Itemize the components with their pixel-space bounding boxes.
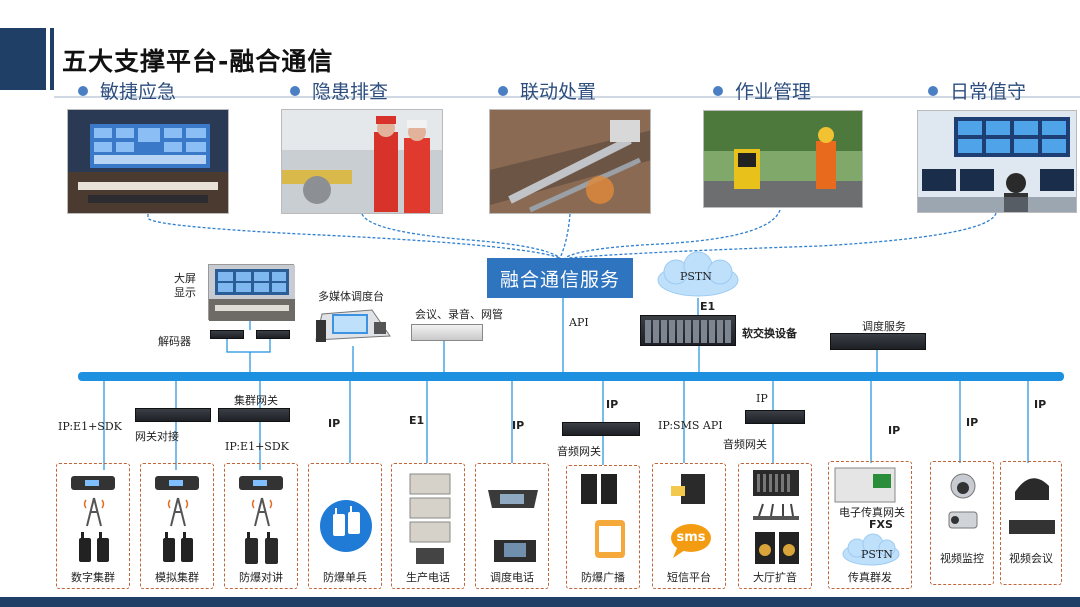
ip-label-7: IP [1034, 398, 1047, 411]
audio-gateway-label-1: 音频网关 [557, 445, 601, 458]
api-label: API [569, 316, 589, 329]
gateway-dock-label: 网关对接 [135, 430, 179, 443]
scenario-label-1: 敏捷应急 [78, 77, 176, 104]
device-label: 大厅扩音 [753, 571, 797, 584]
bullet-icon [928, 85, 938, 96]
daily-duty-photo [917, 110, 1077, 213]
device-box-fax-broadcast: 电子传真网关 FXS PSTN 传真群发 [828, 461, 912, 589]
device-label: 防爆单兵 [323, 571, 367, 584]
hazard-inspection-photo [281, 109, 443, 214]
device-label: 短信平台 [667, 571, 711, 584]
fxs-label: FXS [869, 518, 893, 531]
device-box-dispatch-phone: 调度电话 [475, 463, 549, 589]
bullet-icon [78, 85, 88, 96]
fax-pstn-label: PSTN [861, 548, 893, 561]
pstn-top-label: PSTN [680, 270, 712, 283]
cluster-gateway-device [218, 408, 290, 422]
dispatch-service-label: 调度服务 [862, 320, 906, 333]
e1-label: E1 [409, 414, 425, 427]
device-label: 视频监控 [940, 552, 984, 565]
ip-label-1: IP [328, 417, 341, 430]
device-box-production-phone: 生产电话 [391, 463, 465, 589]
device-box-video-conference: 视频会议 [1000, 461, 1062, 585]
audio-gateway-device-1 [562, 422, 640, 436]
footer-bar [0, 597, 1080, 607]
device-box-analog-trunking: 模拟集群 [140, 463, 214, 589]
scenario-label-5: 日常值守 [928, 77, 1026, 104]
linked-response-photo [489, 109, 651, 214]
ip-label-4: IP [756, 392, 768, 405]
title-accent-bar-thin [50, 28, 54, 90]
ip-label-5: IP [888, 424, 901, 437]
dispatch-service-device [830, 333, 926, 350]
device-label: 防爆广播 [581, 571, 625, 584]
device-box-hall-pa: 大厅扩音 [738, 463, 812, 589]
page-title: 五大支撑平台-融合通信 [62, 47, 334, 76]
bullet-icon [290, 85, 300, 96]
gateway-dock-device [135, 408, 211, 422]
sms-icon: sms [676, 530, 706, 545]
sms-api-label: IP:SMS API [658, 419, 723, 432]
operation-management-photo [703, 110, 863, 208]
device-box-sms-platform: sms 短信平台 [652, 463, 726, 589]
decoder-label: 解码器 [158, 335, 191, 348]
conf-server-label: 会议、录音、网管 [415, 308, 503, 321]
device-box-video-surveillance: 视频监控 [930, 461, 994, 585]
audio-gateway-device-2 [745, 410, 805, 424]
emergency-command-photo [67, 109, 229, 214]
ip-label-6: IP [966, 416, 979, 429]
conf-server-device [411, 324, 483, 341]
cluster-gateway-label: 集群网关 [234, 394, 278, 407]
title-accent-bar [0, 28, 46, 90]
ip-e1-sdk-label-2: IP:E1+SDK [225, 440, 289, 453]
device-label: 数字集群 [71, 571, 115, 584]
device-label: 模拟集群 [155, 571, 199, 584]
softswitch-device [640, 315, 736, 346]
device-label: 防爆对讲 [239, 571, 283, 584]
fax-gateway-label: 电子传真网关 [839, 506, 905, 519]
device-box-explosion-proof-broadcast: 防爆广播 [566, 465, 640, 589]
device-label: 传真群发 [848, 571, 892, 584]
scenario-label-2: 隐患排查 [290, 77, 388, 104]
ip-label-3: IP [606, 398, 619, 411]
device-box-digital-trunking: 数字集群 [56, 463, 130, 589]
title-divider [54, 96, 1080, 98]
bullet-icon [713, 85, 723, 96]
ip-e1-sdk-label-1: IP:E1+SDK [58, 420, 122, 433]
scenario-label-3: 联动处置 [498, 77, 596, 104]
bullet-icon [498, 85, 508, 96]
network-bus [78, 372, 1064, 381]
big-screen-label: 大屏 显示 [174, 272, 196, 299]
device-box-explosion-proof-soldier: 防爆单兵 [308, 463, 382, 589]
console-device [312, 306, 394, 346]
device-label: 调度电话 [490, 571, 534, 584]
device-label: 视频会议 [1009, 552, 1053, 565]
device-label: 生产电话 [406, 571, 450, 584]
e1-top-label: E1 [700, 300, 716, 313]
big-screen-image [208, 264, 295, 321]
device-box-explosion-proof-intercom: 防爆对讲 [224, 463, 298, 589]
ip-label-2: IP [512, 419, 525, 432]
convergence-service-box: 融合通信服务 [487, 258, 633, 298]
decoder-device-1 [210, 330, 244, 339]
decoder-device-2 [256, 330, 290, 339]
scenario-label-4: 作业管理 [713, 77, 811, 104]
audio-gateway-label-2: 音频网关 [723, 438, 767, 451]
softswitch-label: 软交换设备 [742, 327, 797, 340]
console-label: 多媒体调度台 [318, 290, 384, 303]
